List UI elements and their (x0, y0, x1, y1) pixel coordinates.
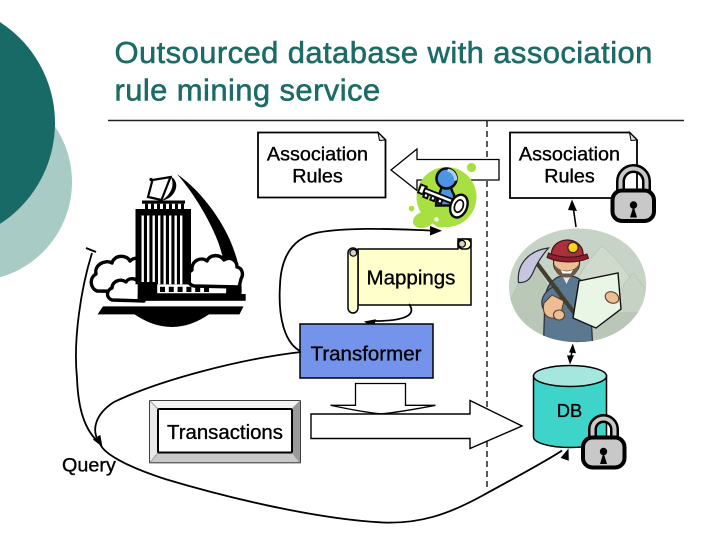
svg-text:Transactions: Transactions (167, 422, 283, 444)
svg-text:Mappings: Mappings (367, 267, 456, 290)
svg-text:Outsourced database with assoc: Outsourced database with association (115, 35, 653, 70)
svg-text:Association: Association (519, 143, 620, 165)
svg-text:Rules: Rules (544, 165, 595, 187)
svg-text:Rules: Rules (292, 165, 343, 187)
svg-text:Association: Association (267, 143, 368, 165)
svg-text:Query: Query (62, 455, 116, 477)
svg-text:DB: DB (557, 400, 582, 421)
svg-text:Transformer: Transformer (311, 343, 422, 366)
svg-text:rule mining service: rule mining service (115, 73, 381, 108)
